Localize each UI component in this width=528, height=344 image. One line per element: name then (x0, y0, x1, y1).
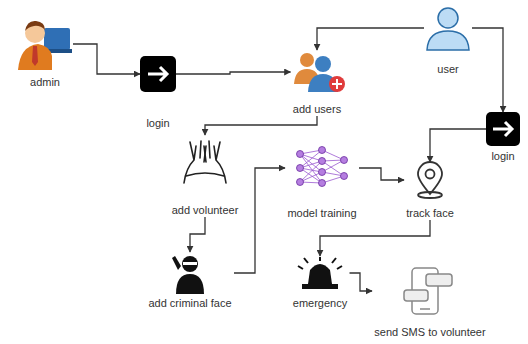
icon-node: send SMS to volunteer (372, 266, 488, 339)
hands-join (186, 173, 224, 176)
node-label: model training (285, 206, 359, 220)
icon-space (146, 252, 147, 296)
plus-badge (329, 76, 345, 92)
pin-outline (418, 162, 442, 194)
login-icon (140, 56, 176, 92)
user-icon (427, 8, 469, 50)
connector-arrow (234, 168, 285, 273)
hand-right (204, 141, 226, 183)
login-box (140, 56, 176, 92)
admin-icon (18, 21, 72, 70)
icon-space (372, 266, 373, 325)
icon-space (140, 56, 141, 116)
connector-arrow (350, 273, 373, 291)
connector-arrow (472, 28, 503, 112)
icon-node: add volunteer (170, 135, 241, 217)
node-label: admin (17, 75, 73, 89)
node-label: track face (404, 206, 456, 220)
node-label: login (486, 149, 520, 163)
connector-arrow (205, 116, 317, 135)
icon-space (291, 50, 292, 102)
connector-arrow (176, 72, 291, 74)
siren-base (302, 284, 338, 289)
connector-arrow (359, 168, 404, 180)
user-head (300, 53, 314, 67)
criminal-mask (183, 262, 197, 265)
user-head (315, 56, 331, 72)
icon-node: login (140, 56, 176, 130)
node-label: user (424, 62, 472, 76)
icon-space (170, 135, 171, 203)
laptop-screen (44, 28, 70, 50)
message-bubble (404, 290, 428, 301)
criminal-body (176, 274, 204, 294)
icon-node: add criminal face (146, 252, 234, 310)
siren-dome (308, 264, 332, 284)
phone-button (420, 308, 430, 310)
criminal-arm (172, 256, 181, 270)
node-label: send SMS to volunteer (372, 325, 488, 339)
user-body (427, 31, 469, 50)
location-pin-icon (418, 162, 442, 198)
connector-arrow (320, 220, 430, 256)
icon-space (285, 148, 286, 206)
connector-arrow (317, 28, 424, 50)
node-label: emergency (291, 296, 350, 310)
admin-tie (32, 46, 38, 66)
pin-ground (418, 192, 442, 198)
hands-icon (184, 141, 226, 183)
plus-sign (332, 79, 342, 89)
phone-icon (404, 268, 452, 314)
node-label: add criminal face (146, 296, 234, 310)
admin-hair (25, 21, 45, 31)
pin-hole (426, 170, 435, 179)
login-arrow (148, 67, 167, 81)
icon-space (291, 256, 292, 296)
icon-node: login (486, 112, 520, 163)
siren-icon (298, 257, 342, 289)
connector-arrow (73, 44, 140, 74)
criminal-icon (172, 256, 204, 294)
criminal-head (182, 256, 198, 272)
user-head (438, 8, 458, 28)
login-icon (486, 112, 520, 146)
icon-node: emergency (291, 256, 350, 310)
login-arrow (493, 122, 512, 136)
network-links (300, 150, 344, 183)
icon-node: track face (404, 162, 456, 220)
message-bubble (426, 274, 452, 286)
node-label: login (140, 116, 176, 130)
icon-space (424, 4, 425, 62)
icon-node: admin (17, 18, 73, 89)
icon-space (486, 112, 487, 149)
icon-node: add users (291, 50, 344, 116)
admin-body (18, 44, 52, 70)
network-icon (297, 147, 348, 187)
node-label: add users (291, 102, 344, 116)
hand-left (184, 141, 206, 183)
icon-node: user (424, 4, 472, 76)
siren-rays (298, 257, 342, 269)
icon-space (404, 162, 405, 206)
icon-space (17, 18, 18, 75)
login-box (486, 112, 520, 146)
add-users-icon (294, 53, 345, 92)
icon-node: model training (285, 148, 359, 220)
connector-arrow (430, 129, 486, 162)
node-label: add volunteer (170, 203, 241, 217)
connector-arrow (190, 217, 205, 252)
